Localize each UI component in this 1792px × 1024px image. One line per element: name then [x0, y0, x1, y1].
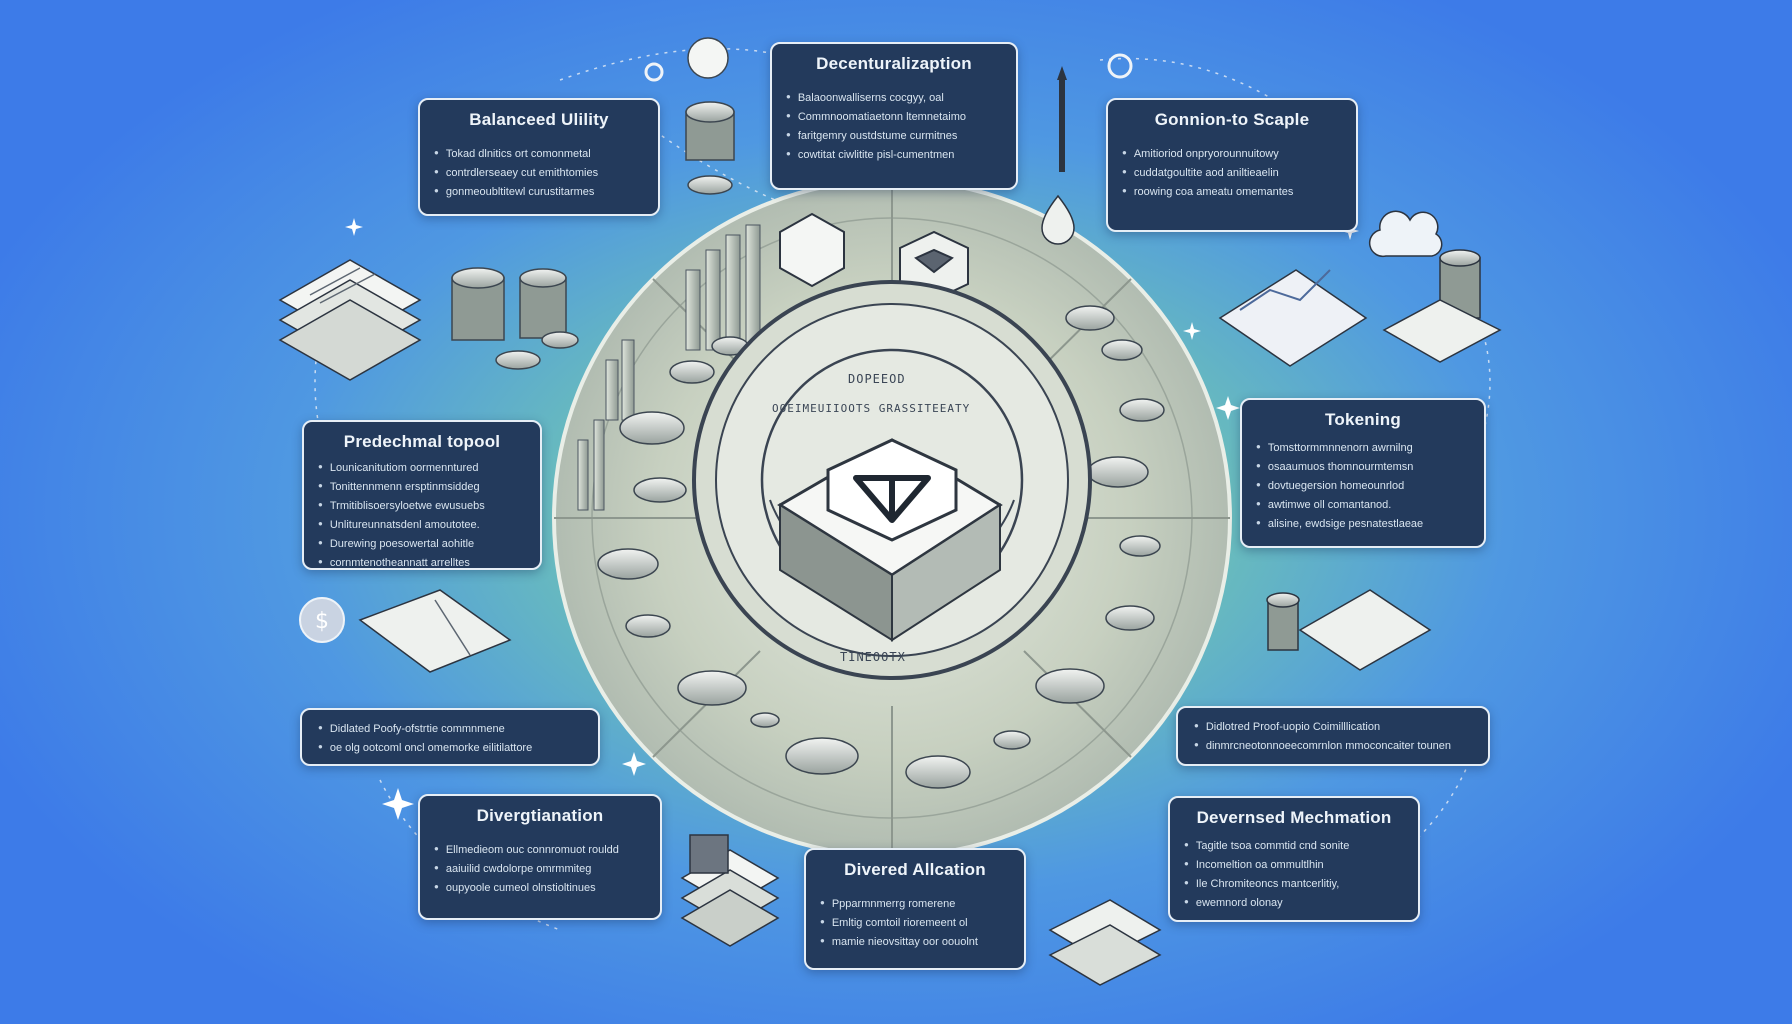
stamp-document-icon [1266, 589, 1432, 671]
list-item: cornmtenotheannatt arrelltes [318, 553, 526, 572]
list-item: Emltig comtoil rioremeent ol [820, 913, 1010, 932]
droplet-icon [1041, 194, 1075, 245]
document-stack-icon [278, 259, 422, 381]
list-item: Lounicanitutiom oormenntured [318, 458, 526, 477]
book-icon [358, 589, 512, 673]
list-item: Ellmedieom ouc connromuot rouldd [434, 840, 646, 859]
governed-mechanism-box: Devernsed Mechmation Tagitle tsoa commti… [1168, 796, 1420, 922]
list-item: Unlitureunnatsdenl amoutotee. [318, 515, 526, 534]
diverse-allocation-box: Divered Allcation Ppparmnmerrg romerene … [804, 848, 1026, 970]
cube-blocks [779, 212, 969, 302]
list-item: Ppparmnmerrg romerene [820, 894, 1010, 913]
coin-stack-left [451, 267, 579, 370]
box-title: Predechmal topool [343, 432, 501, 451]
dollar-icon: $ [299, 597, 345, 643]
tower-bars [577, 224, 761, 511]
token-logo-icon [853, 475, 931, 523]
list-item: Didlated Poofy-ofstrtie commnmene [318, 719, 582, 738]
hub-top-label: DOPEEOD [848, 372, 906, 386]
list-item: gonmeoubltitewl curustitarmes [434, 182, 644, 201]
ring-icons [644, 53, 1133, 82]
list-item: Commnoomatiaetonn ltemnetaimo [786, 107, 1002, 126]
list-item: Tokad dlnitics ort comonmetal [434, 144, 644, 163]
box-title: Devernsed Mechmation [1196, 808, 1392, 827]
box-title: Divered Allcation [844, 860, 986, 879]
list-item: Ile Chromiteoncs mantcerlitiy, [1184, 874, 1404, 893]
pencil-icon [1057, 66, 1067, 172]
predictable-supply-box: Predechmal topool Lounicanitutiom oormen… [302, 420, 542, 570]
center-hub [692, 280, 1092, 680]
growth-scale-box: Gonnion-to Scaple Amitioriod onpryorounn… [1106, 98, 1358, 232]
diversification-box: Divergtianation Ellmedieom ouc connromuo… [418, 794, 662, 920]
list-item: Balaoonwalliserns cocgyy, oal [786, 88, 1002, 107]
coin-stacks-wheel [597, 305, 1165, 789]
list-item: ewemnord olonay [1184, 893, 1404, 912]
box-title: Gonnion-to Scaple [1154, 110, 1310, 129]
list-item: alisine, ewdsige pesnatestlaeae [1256, 514, 1470, 533]
distributed-left-box: Didlated Poofy-ofstrtie commnmene oe olg… [300, 708, 600, 766]
list-item: Durewing poesowertal aohitle [318, 534, 526, 553]
list-item: Didlotred Proof-uopio Coimilllication [1194, 717, 1472, 736]
list-item: oupyoole cumeol olnstioltinues [434, 878, 646, 897]
distributed-right-box: Didlotred Proof-uopio Coimilllication di… [1176, 706, 1490, 766]
balanced-utility-box: Balanceed Ulility Tokad dlnitics ort com… [418, 98, 660, 216]
paper-stack-right [1048, 899, 1162, 986]
list-item: oe olg ootcoml oncl omemorke eilitilatto… [318, 738, 582, 757]
list-item: Amitioriod onpryorounnuitowy [1122, 144, 1342, 163]
svg-text:$: $ [315, 609, 329, 634]
box-title: Decenturalizaption [816, 54, 972, 73]
coin-stack-top [685, 37, 735, 195]
list-item: cuddatgoultite aod aniltieaelin [1122, 163, 1342, 182]
list-item: faritgemry oustdstume curmitnes [786, 126, 1002, 145]
hub-bottom-label: TINEOOTX [840, 650, 906, 664]
list-item: cowtitat ciwlitite pisl-cumentmen [786, 145, 1002, 164]
list-item: Tonittennmenn ersptinmsiddeg [318, 477, 526, 496]
list-item: awtimwe oll comantanod. [1256, 495, 1470, 514]
list-item: roowing coa ameatu omemantes [1122, 182, 1342, 201]
list-item: Trmitiblisoersyloetwe ewusuebs [318, 496, 526, 515]
box-title: Divergtianation [476, 806, 604, 825]
list-item: mamie nieovsittay oor oouolnt [820, 932, 1010, 951]
cloud-icon [1368, 210, 1443, 258]
paper-stack-bottom [680, 834, 780, 947]
list-item: osaaumuos thomnourmtemsn [1256, 457, 1470, 476]
list-item: dovtuegersion homeounrlod [1256, 476, 1470, 495]
chart-panel-icon [1218, 249, 1502, 367]
list-item: aaiuilid cwdolorpe omrmmiteg [434, 859, 646, 878]
box-title: Balanceed Ulility [469, 110, 609, 129]
list-item: Tagitle tsoa commtid cnd sonite [1184, 836, 1404, 855]
tokenomics-box: Tokening Tomsttormmnnenorn awrnilng osaa… [1240, 398, 1486, 548]
hub-ring-label: OOEIMEUIIOOTS GRASSITEEATY [772, 402, 971, 415]
list-item: contrdlerseaey cut emithtomies [434, 163, 644, 182]
list-item: Incomeltion oa ommultlhin [1184, 855, 1404, 874]
box-title: Tokening [1325, 410, 1401, 429]
list-item: Tomsttormmnnenorn awrnilng [1256, 438, 1470, 457]
decentralization-box: Decenturalizaption Balaoonwalliserns coc… [770, 42, 1018, 190]
list-item: dinmrcneotonnoeecomrnlon mmoconcaiter to… [1194, 736, 1472, 755]
